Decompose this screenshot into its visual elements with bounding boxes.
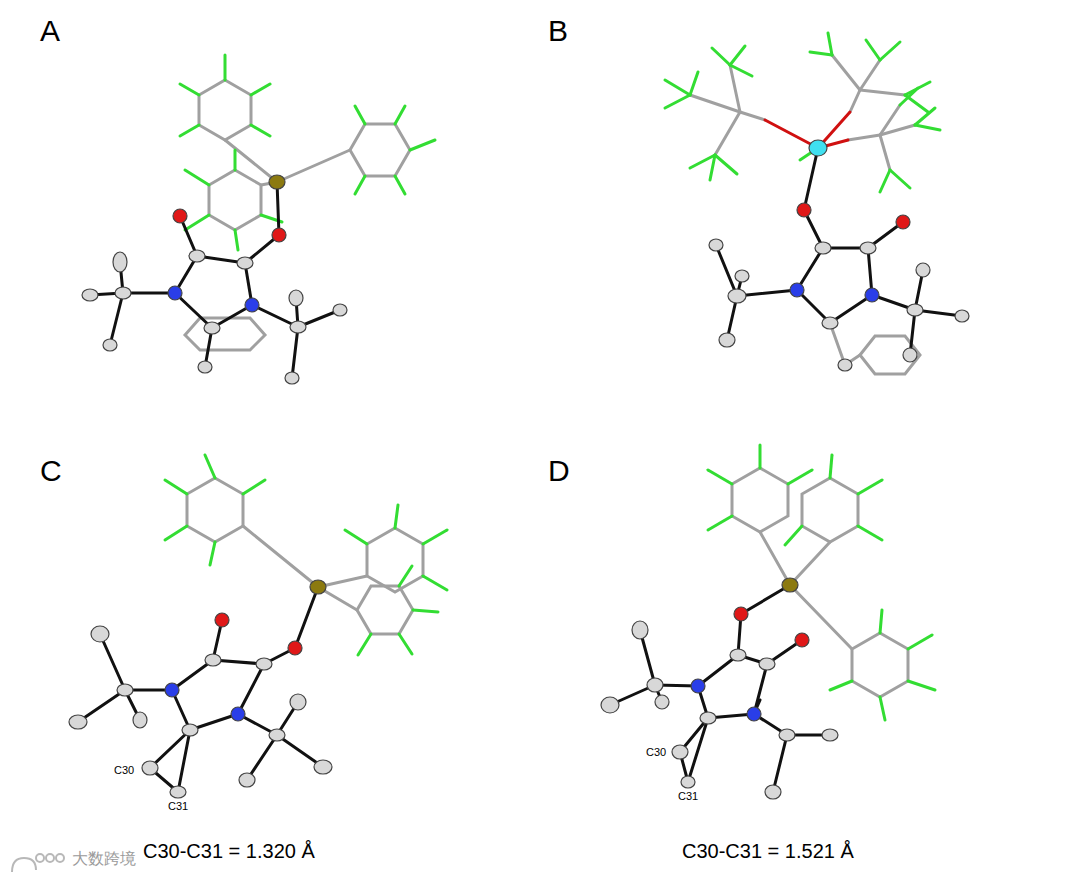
panel-letter: B bbox=[548, 14, 568, 47]
watermark: 大数跨境 bbox=[72, 850, 136, 868]
panel-letter: C bbox=[40, 454, 62, 487]
panel-letter: D bbox=[548, 454, 570, 487]
atom-label: C30 bbox=[646, 746, 666, 758]
bond-length: C30-C31 = 1.521 Å bbox=[682, 840, 854, 862]
atom-label: C30 bbox=[114, 764, 134, 776]
bond-length: C30-C31 = 1.320 Å bbox=[143, 840, 315, 862]
atom-label: C31 bbox=[678, 790, 698, 802]
panel-letter: A bbox=[40, 14, 60, 47]
atom-label: C31 bbox=[168, 800, 188, 812]
